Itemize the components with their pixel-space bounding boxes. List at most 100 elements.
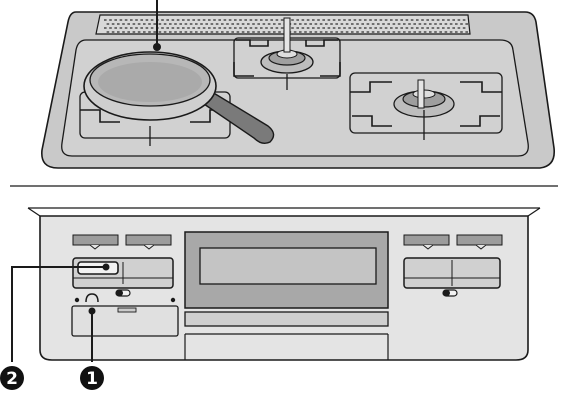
vent-hole	[205, 23, 208, 25]
vent-hole	[213, 19, 216, 21]
vent-hole	[198, 27, 201, 29]
vent-hole	[151, 19, 154, 21]
vent-hole	[172, 27, 175, 29]
vent-hole	[343, 27, 346, 29]
vent-hole	[450, 23, 453, 25]
vent-hole	[224, 19, 227, 21]
vent-hole	[442, 27, 445, 29]
vent-hole	[205, 31, 208, 33]
vent-hole	[348, 27, 351, 29]
vent-hole	[351, 23, 354, 25]
vent-hole	[424, 23, 427, 25]
vent-hole	[419, 23, 422, 25]
vent-hole	[382, 31, 385, 33]
vent-hole	[140, 19, 143, 21]
vent-hole	[276, 27, 279, 29]
vent-hole	[315, 31, 318, 33]
vent-hole	[302, 19, 305, 21]
vent-hole	[385, 27, 388, 29]
vent-hole	[372, 31, 375, 33]
vent-hole	[166, 27, 169, 29]
vent-hole	[231, 23, 234, 25]
vent-hole	[114, 27, 117, 29]
vent-hole	[304, 31, 307, 33]
vent-hole	[445, 31, 448, 33]
left-lock-slider[interactable]	[116, 290, 130, 296]
vent-hole	[351, 31, 354, 33]
vent-hole	[393, 23, 396, 25]
vent-hole	[161, 27, 164, 29]
right-lock-slider[interactable]	[443, 290, 457, 296]
vent-hole	[234, 27, 237, 29]
vent-hole	[104, 27, 107, 29]
vent-hole	[390, 27, 393, 29]
vent-hole	[387, 31, 390, 33]
vent-hole	[400, 27, 403, 29]
vent-hole	[208, 27, 211, 29]
vent-hole	[442, 19, 445, 21]
vent-hole	[211, 23, 214, 25]
vent-hole	[452, 27, 455, 29]
vent-hole	[273, 23, 276, 25]
vent-hole	[307, 27, 310, 29]
callout-label-1: 1	[86, 369, 98, 389]
vent-hole	[120, 19, 123, 21]
vent-hole	[114, 19, 117, 21]
vent-hole	[359, 19, 362, 21]
vent-hole	[380, 19, 383, 21]
vent-hole	[354, 27, 357, 29]
vent-hole	[325, 31, 328, 33]
vent-hole	[398, 31, 401, 33]
vent-hole	[445, 23, 448, 25]
vent-hole	[263, 31, 266, 33]
vent-hole	[200, 23, 203, 25]
vent-hole	[276, 19, 279, 21]
vent-hole	[203, 27, 206, 29]
vent-hole	[434, 23, 437, 25]
vent-hole	[304, 23, 307, 25]
vent-hole	[255, 27, 258, 29]
vent-hole	[164, 31, 167, 33]
vent-hole	[174, 23, 177, 25]
vent-hole	[341, 31, 344, 33]
vent-hole	[244, 19, 247, 21]
vent-hole	[356, 31, 359, 33]
vent-hole	[302, 27, 305, 29]
vent-hole	[221, 23, 224, 25]
vent-hole	[411, 27, 414, 29]
vent-hole	[335, 23, 338, 25]
vent-hole	[356, 23, 359, 25]
vent-hole	[463, 27, 466, 29]
vent-hole	[192, 19, 195, 21]
vent-hole	[328, 27, 331, 29]
vent-hole	[460, 31, 463, 33]
vent-hole	[328, 19, 331, 21]
vent-hole	[130, 19, 133, 21]
vent-hole	[166, 19, 169, 21]
vent-hole	[190, 23, 193, 25]
front-right-burner-control-knob[interactable]	[404, 258, 500, 288]
vent-hole	[260, 27, 263, 29]
vent-hole	[250, 27, 253, 29]
vent-hole	[348, 19, 351, 21]
vent-hole	[122, 31, 125, 33]
vent-hole	[330, 31, 333, 33]
vent-hole	[203, 19, 206, 21]
vent-hole	[247, 31, 250, 33]
vent-hole	[393, 31, 396, 33]
vent-hole	[452, 19, 455, 21]
vent-hole	[447, 19, 450, 21]
vent-hole	[387, 23, 390, 25]
vent-hole	[322, 27, 325, 29]
vent-hole	[395, 19, 398, 21]
vent-hole	[377, 31, 380, 33]
vent-hole	[190, 31, 193, 33]
vent-hole	[244, 27, 247, 29]
vent-hole	[138, 31, 141, 33]
front-left-burner-control-knob[interactable]	[73, 258, 173, 288]
vent-hole	[296, 27, 299, 29]
vent-hole	[335, 31, 338, 33]
vent-hole	[143, 31, 146, 33]
vent-hole	[374, 19, 377, 21]
callout-badge-2: 2	[0, 366, 24, 390]
